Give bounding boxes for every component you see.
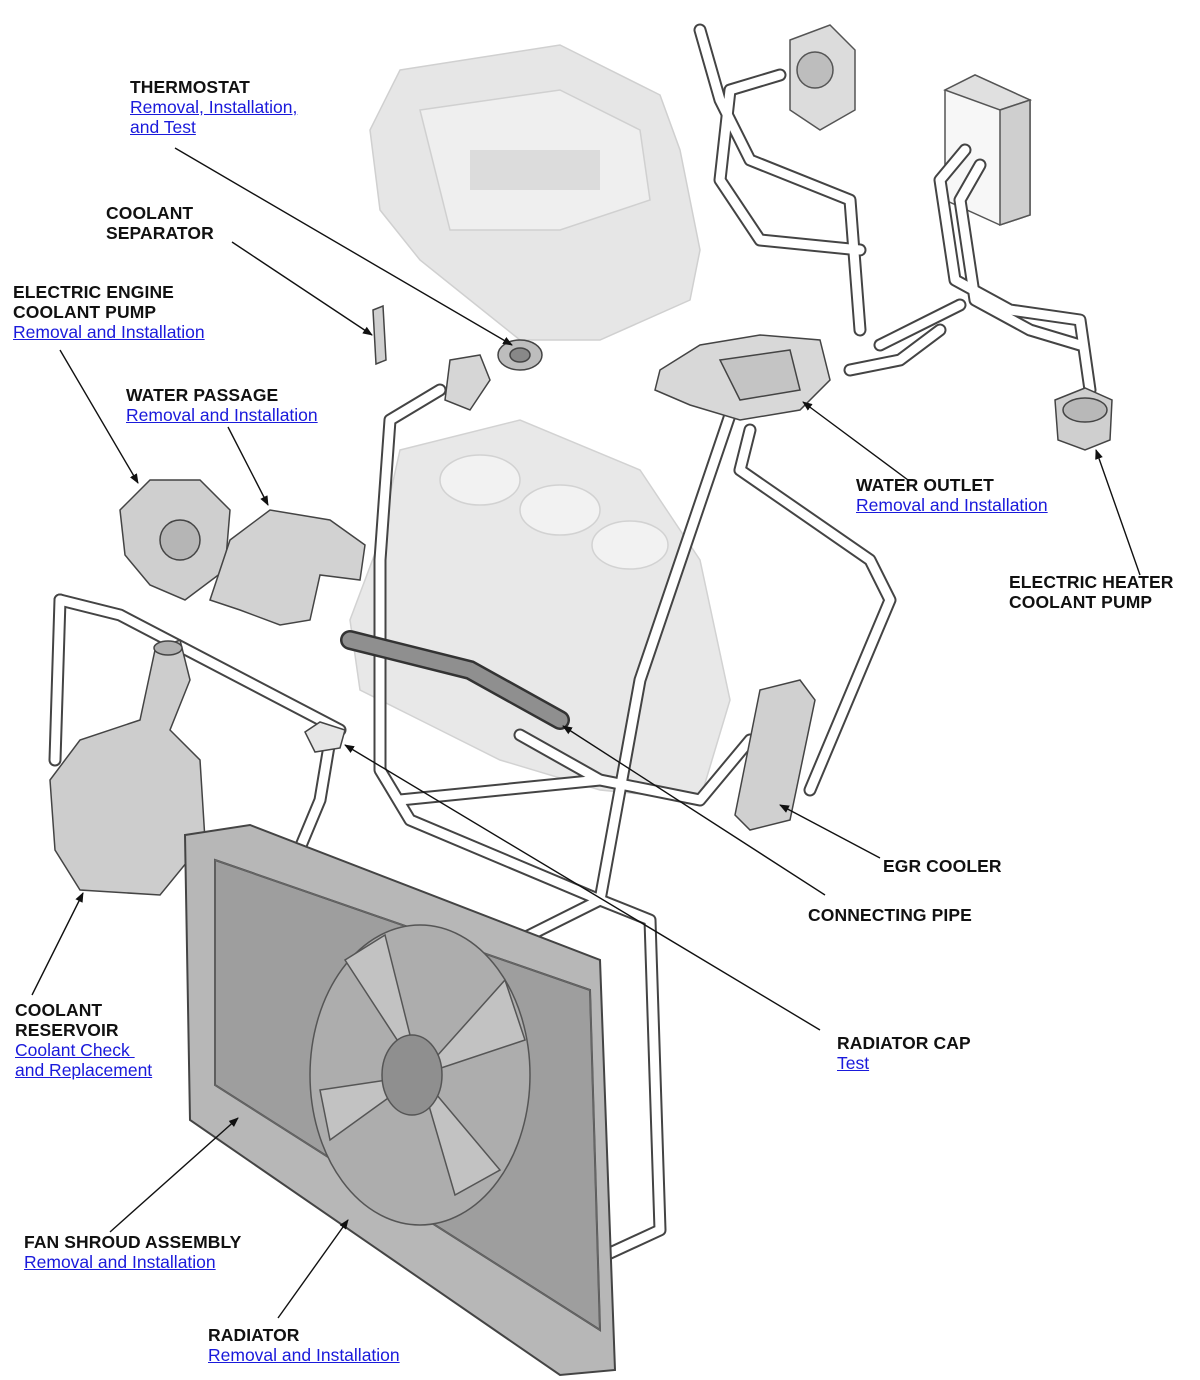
leader-coolant-reservoir (31, 892, 84, 996)
coolant-reservoir-part (49, 638, 206, 896)
leader-connecting-pipe (562, 725, 826, 896)
coolant-separator-title-line: SEPARATOR (106, 223, 214, 243)
electric-engine-coolant-pump-title-line: COOLANT PUMP (13, 302, 157, 322)
leader-electric-engine-coolant-pump (59, 349, 139, 484)
hoses (48, 23, 1097, 1297)
coolant-reservoir-title-line: RESERVOIR (15, 1020, 119, 1040)
coolant-reservoir-title-line: COOLANT (15, 1000, 103, 1020)
thermostat-link[interactable]: and Test (130, 117, 196, 137)
fan-shroud-assembly-link[interactable]: Removal and Installation (24, 1252, 216, 1272)
electric-heater-coolant-pump-title-line: COOLANT PUMP (1009, 592, 1153, 612)
callout-egr-cooler: EGR COOLER (883, 856, 1002, 876)
leader-coolant-separator (231, 241, 373, 336)
water-passage-link[interactable]: Removal and Installation (126, 405, 318, 425)
electric-engine-coolant-pump-link[interactable]: Removal and Installation (13, 322, 205, 342)
electric-engine-coolant-pump-part (119, 479, 231, 601)
electric-engine-coolant-pump-title-line: ELECTRIC ENGINE (13, 282, 174, 302)
radiator-title-line: RADIATOR (208, 1325, 300, 1345)
leader-fan-shroud-assembly (109, 1117, 239, 1233)
water-outlet-part (654, 334, 831, 421)
electric-heater-coolant-pump-title-line: ELECTRIC HEATER (1009, 572, 1174, 592)
radiator-cap-part (304, 721, 346, 753)
water-outlet-title-line: WATER OUTLET (856, 475, 994, 495)
leader-electric-heater-coolant-pump (1095, 449, 1141, 576)
radiator-cap-title-line: RADIATOR CAP (837, 1033, 971, 1053)
fan-shroud-assembly-title-line: FAN SHROUD ASSEMBLY (24, 1232, 242, 1252)
thermostat-part (444, 339, 543, 411)
water-outlet-link[interactable]: Removal and Installation (856, 495, 1048, 515)
water-passage-part (209, 509, 366, 626)
callout-connecting-pipe: CONNECTING PIPE (808, 905, 972, 925)
thermostat-link[interactable]: Removal, Installation, (130, 97, 298, 117)
leader-egr-cooler (779, 804, 881, 859)
leader-lines (31, 147, 1141, 1319)
fan-part (309, 924, 531, 1226)
leader-thermostat (174, 147, 513, 346)
coolant-separator-part (372, 304, 387, 366)
radiator-cap-link[interactable]: Test (837, 1053, 870, 1073)
cylinder-head (369, 44, 701, 341)
connecting-pipe-part (340, 630, 570, 730)
electric-heater-coolant-pump-part (1054, 387, 1113, 451)
throttle-body (789, 24, 856, 131)
leader-water-passage (227, 426, 269, 506)
radiator-link[interactable]: Removal and Installation (208, 1345, 400, 1365)
leader-radiator-cap (344, 744, 821, 1031)
coolant-reservoir-link[interactable]: and Replacement (15, 1060, 153, 1080)
leader-radiator (277, 1219, 349, 1319)
water-passage-title-line: WATER PASSAGE (126, 385, 279, 405)
egr-cooler-title-line: EGR COOLER (883, 856, 1002, 876)
thermostat-title-line: THERMOSTAT (130, 77, 250, 97)
leader-water-outlet (802, 401, 909, 481)
connecting-pipe-title-line: CONNECTING PIPE (808, 905, 972, 925)
coolant-reservoir-link[interactable]: Coolant Check (15, 1040, 135, 1060)
egr-cooler-part (734, 679, 816, 831)
coolant-separator-title-line: COOLANT (106, 203, 194, 223)
